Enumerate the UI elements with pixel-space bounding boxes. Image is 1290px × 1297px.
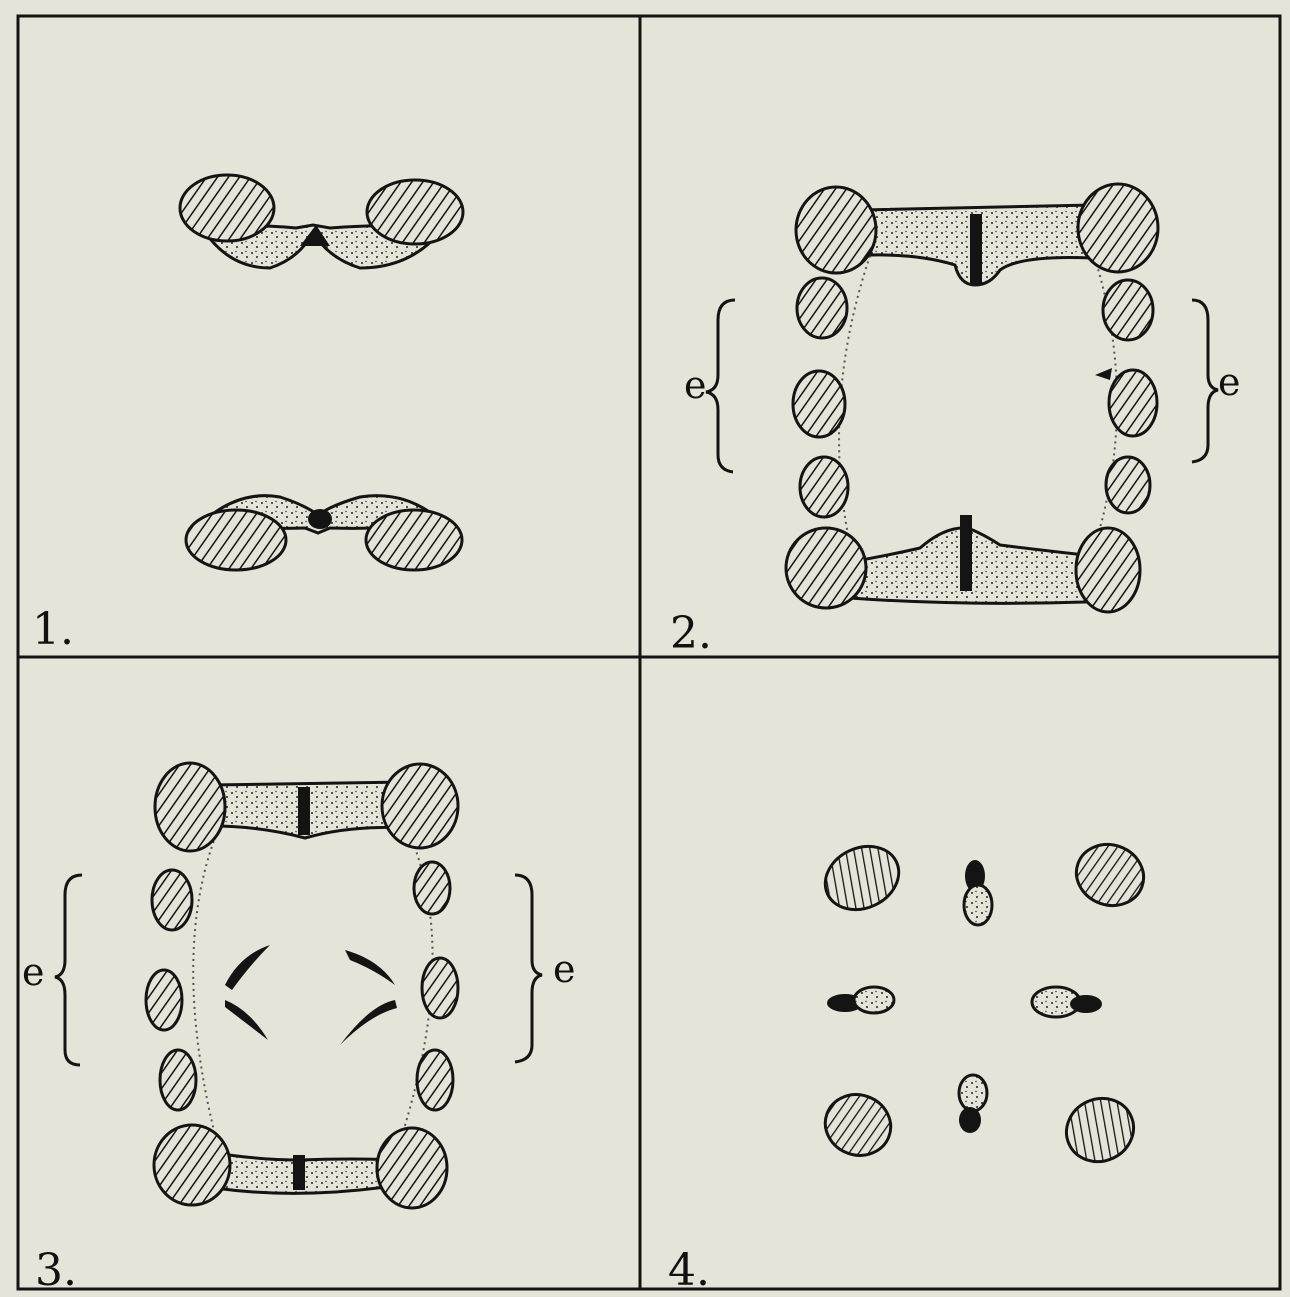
panel-number: 1. bbox=[32, 604, 74, 655]
midbody-dark bbox=[970, 214, 982, 284]
chromosome-hatched bbox=[1103, 280, 1153, 340]
centrosome-dark bbox=[1070, 995, 1102, 1013]
chromosome-hatched bbox=[800, 457, 848, 517]
chromosome-hatched bbox=[186, 510, 286, 570]
chromosome-hatched bbox=[180, 175, 274, 241]
chromosome-hatched bbox=[1106, 457, 1150, 513]
chromosome-hatched bbox=[1109, 370, 1157, 436]
chromosome-hatched bbox=[1076, 528, 1140, 612]
midbody-dark bbox=[298, 787, 310, 835]
chromosome-hatched bbox=[786, 528, 866, 608]
chromosome-hatched bbox=[155, 763, 225, 851]
brace-label-e: e bbox=[22, 950, 45, 994]
chromosome-hatched bbox=[422, 958, 458, 1018]
chromosome-hatched bbox=[366, 510, 462, 570]
stippled-bridge-bottom bbox=[215, 1153, 400, 1193]
chromosome-hatched bbox=[367, 180, 463, 244]
chromosome-hatched bbox=[382, 764, 458, 848]
brace-label-e: e bbox=[553, 947, 576, 991]
panel-number: 2. bbox=[670, 608, 712, 659]
chromosome-hatched bbox=[377, 1128, 447, 1208]
midbody-dark bbox=[960, 515, 972, 591]
chromosome-hatched bbox=[797, 278, 847, 338]
brace-label-e: e bbox=[684, 363, 707, 407]
brace-label-e: e bbox=[1218, 360, 1241, 404]
chromosome-hatched bbox=[1078, 184, 1158, 272]
panel-number: 4. bbox=[668, 1245, 710, 1296]
stippled-body bbox=[959, 1075, 987, 1111]
chromosome-hatched bbox=[154, 1125, 230, 1205]
chromosome-hatched bbox=[152, 870, 192, 930]
stippled-body bbox=[854, 987, 894, 1013]
chromosome-hatched bbox=[414, 862, 450, 914]
chromosome-hatched bbox=[417, 1050, 453, 1110]
chromosome-hatched bbox=[160, 1050, 196, 1110]
centrosome-dark bbox=[308, 509, 332, 529]
chromosome-hatched bbox=[793, 371, 845, 437]
midbody-dark bbox=[293, 1155, 305, 1190]
chromosome-hatched bbox=[796, 187, 876, 273]
chromosome-hatched bbox=[146, 970, 182, 1030]
centrosome-dark bbox=[959, 1107, 981, 1133]
stippled-body bbox=[964, 885, 992, 925]
panel-number: 3. bbox=[35, 1245, 77, 1296]
